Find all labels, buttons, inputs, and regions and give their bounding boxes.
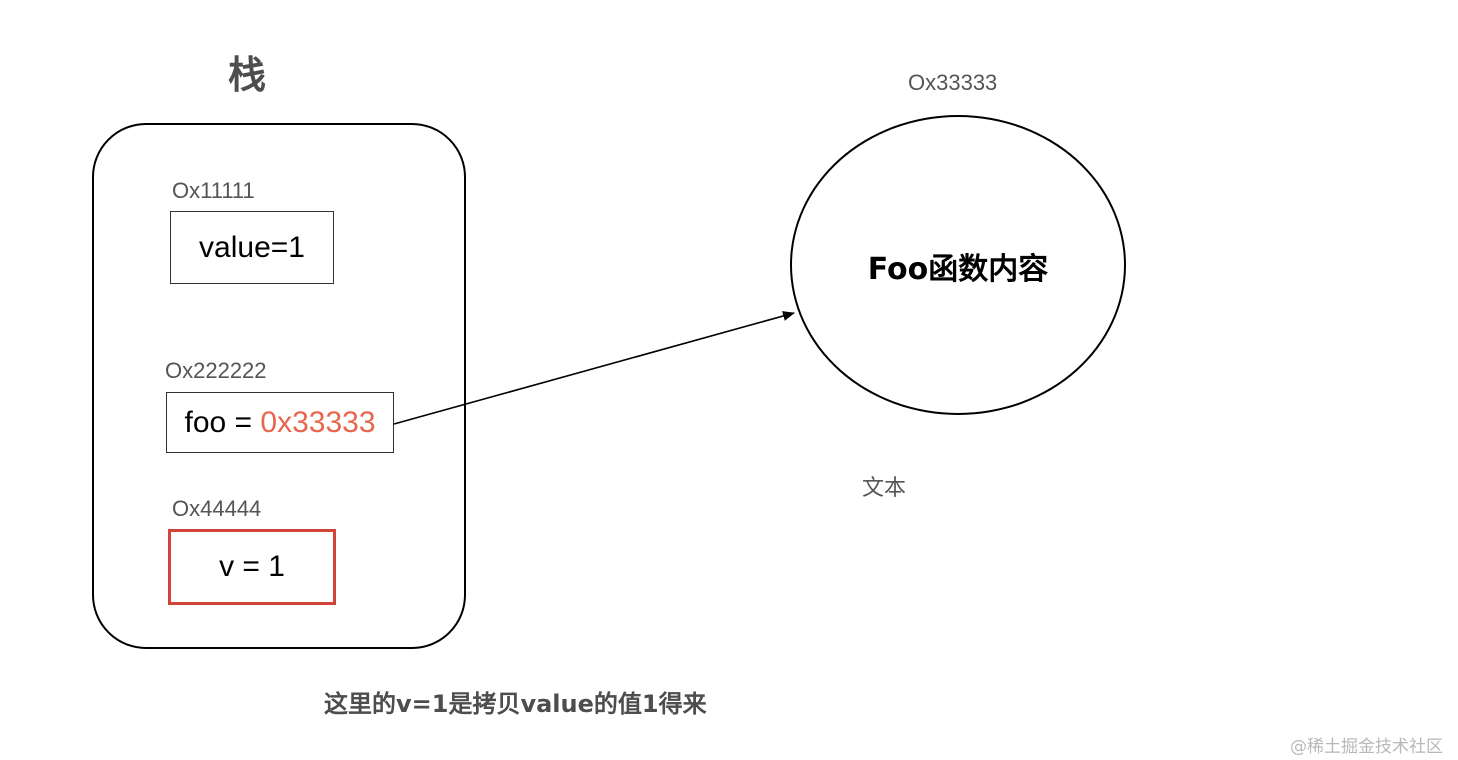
text-label: 文本 [862, 476, 907, 501]
cell-content-foo-prefix: foo = [184, 405, 261, 439]
cell-address-v: Ox44444 [172, 496, 262, 521]
watermark: @稀土掘金技术社区 [1290, 737, 1443, 757]
cell-content-v: v = 1 [219, 550, 285, 583]
cell-content-foo-pointer: 0x33333 [260, 405, 376, 439]
cell-address-value: Ox11111 [172, 178, 255, 203]
stack-cell-foo: foo = 0x33333 [166, 392, 394, 453]
diagram-caption: 这里的v=1是拷贝value的值1得来 [324, 690, 707, 718]
pointer-arrow [393, 311, 795, 425]
stack-title: 栈 [228, 53, 267, 97]
stack-cell-v: v = 1 [168, 529, 336, 605]
heap-object-ellipse [790, 115, 1126, 415]
heap-address: Ox33333 [908, 70, 998, 95]
stack-cell-value: value=1 [170, 211, 334, 284]
stack-container [92, 123, 466, 649]
heap-object-label: Foo函数内容 [867, 252, 1049, 287]
cell-content-value: value=1 [199, 230, 305, 264]
cell-address-foo: Ox222222 [165, 358, 267, 383]
